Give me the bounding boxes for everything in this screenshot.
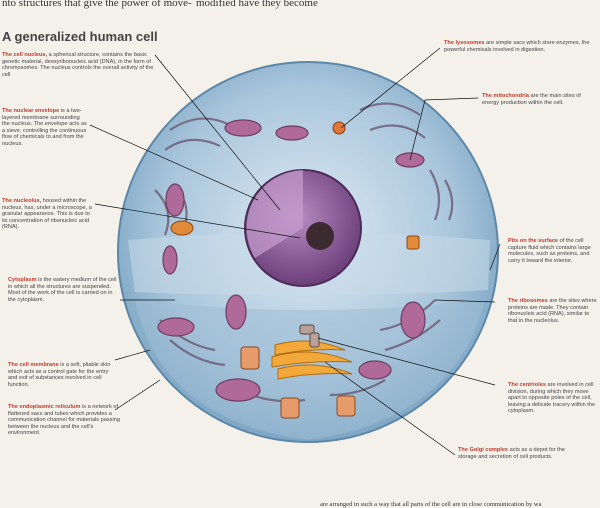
body-text-top-right: modified have they become <box>196 0 318 9</box>
label-nucleolus: The nucleolus, housed within the nucleus… <box>2 198 92 231</box>
label-centrioles: The centrioles are involved in cell divi… <box>508 382 596 415</box>
body-text-bottom: are arranged in such a way that all part… <box>320 501 542 508</box>
label-cytoplasm: Cytoplasm is the watery medium of the ce… <box>8 277 117 303</box>
vesicles <box>170 220 420 250</box>
lysosome-shape <box>332 121 346 135</box>
leader-lines <box>89 47 501 456</box>
mitochondria <box>157 119 426 402</box>
label-ribosomes: The ribosomes are the sites where protei… <box>508 298 597 324</box>
label-cell-nucleus: The cell nucleus, a spherical structure,… <box>2 52 154 78</box>
body-text-top-left: nto structures that give the power of mo… <box>2 0 192 9</box>
label-nuclear-envelope: The nuclear envelope is a two-layered me… <box>2 108 87 147</box>
nucleolus-shape <box>306 222 334 250</box>
label-mitochondria: The mitochondria are the main sites of e… <box>482 93 581 106</box>
page-title: A generalized human cell <box>2 29 158 44</box>
label-golgi: The Golgi complex acts as a depot for th… <box>458 447 565 460</box>
centrioles <box>299 324 320 348</box>
golgi-complex <box>271 340 353 380</box>
label-endoplasmic-reticulum: The endoplasmic reticulum is a network o… <box>8 404 120 437</box>
label-cell-membrane: The cell membrane is a soft, pliable ski… <box>8 362 111 388</box>
tube-sections <box>240 346 356 419</box>
label-lysosomes: The lysosomes are simple sacs which stor… <box>444 40 590 53</box>
label-pits: Pits on the surface of the cell capture … <box>508 238 591 264</box>
nucleus <box>244 169 362 287</box>
